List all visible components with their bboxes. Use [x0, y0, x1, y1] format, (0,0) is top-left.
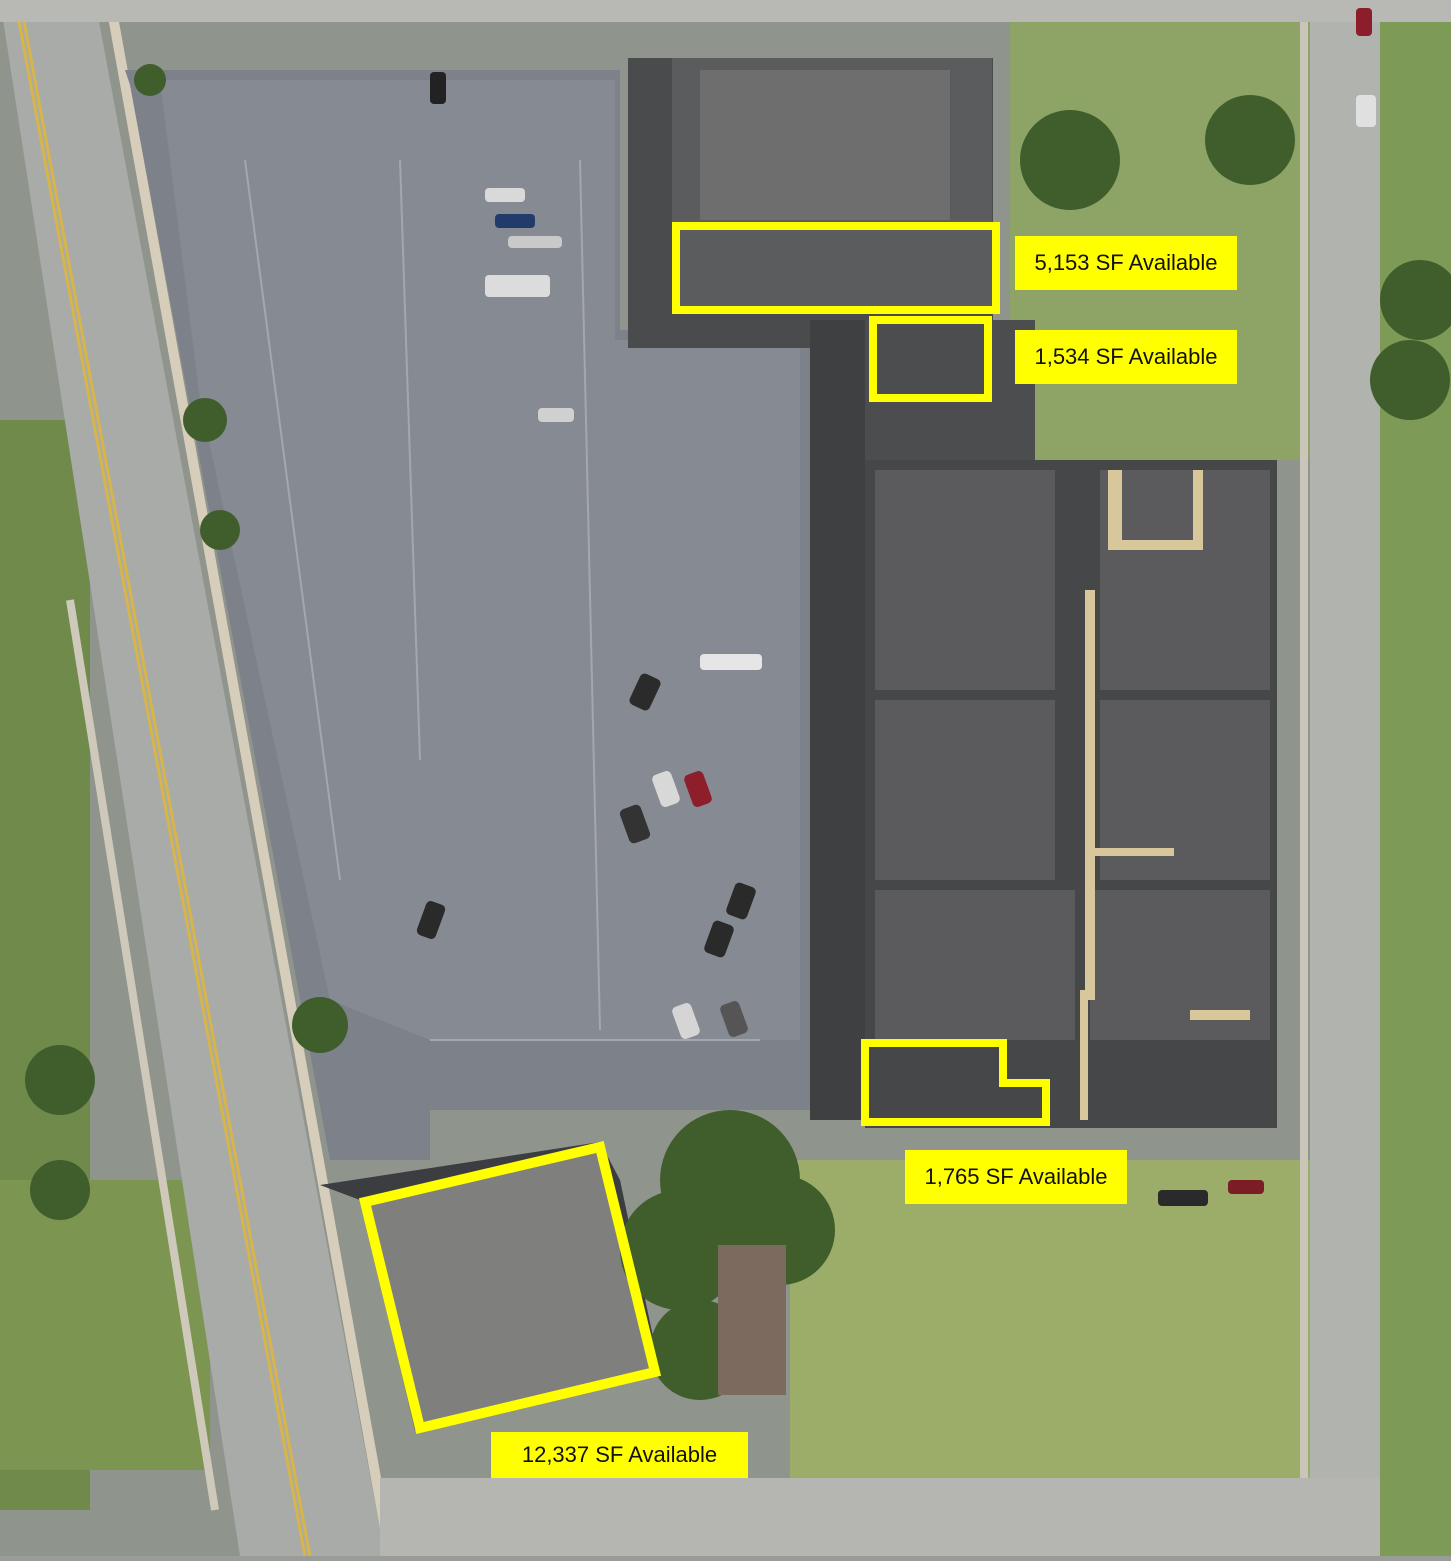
north-building-roof-panel — [700, 70, 950, 220]
unit-3-label: 1,765 SF Available — [905, 1150, 1127, 1204]
east-sidewalk — [1300, 0, 1308, 1556]
east-lawns — [1375, 0, 1451, 1556]
parking-stripes — [244, 159, 760, 1041]
parked-cars — [416, 8, 1376, 1206]
house-roof — [718, 1245, 786, 1395]
unit-4-label: 12,337 SF Available — [491, 1432, 748, 1478]
north-road — [0, 0, 1451, 22]
sidewalk-east — [105, 0, 395, 1557]
connector-building — [810, 320, 870, 1120]
south-road — [380, 1478, 1380, 1556]
south-building-roof — [365, 1147, 655, 1428]
southeast-field — [790, 1160, 1310, 1485]
unit-4-outline[interactable] — [358, 1141, 662, 1435]
parking-surface — [160, 80, 800, 1040]
unit-2-outline[interactable] — [869, 316, 992, 402]
east-road — [1310, 0, 1380, 1556]
unit-1-outline[interactable] — [672, 222, 1000, 314]
road-centerline — [13, 0, 307, 1557]
unit-1-label: 5,153 SF Available — [1015, 236, 1237, 290]
southwest-lawn — [0, 1180, 210, 1470]
road-centerline-2 — [18, 0, 312, 1557]
main-road — [0, 0, 385, 1556]
warehouse-roof-panels — [875, 470, 1270, 1040]
unit-2-label: 1,534 SF Available — [1015, 330, 1237, 384]
sidewalk-west — [66, 599, 219, 1511]
unit-3-outline[interactable] — [861, 1039, 1050, 1126]
middle-building-roof — [865, 320, 1035, 460]
warehouse-roof-seams — [1080, 470, 1250, 1120]
